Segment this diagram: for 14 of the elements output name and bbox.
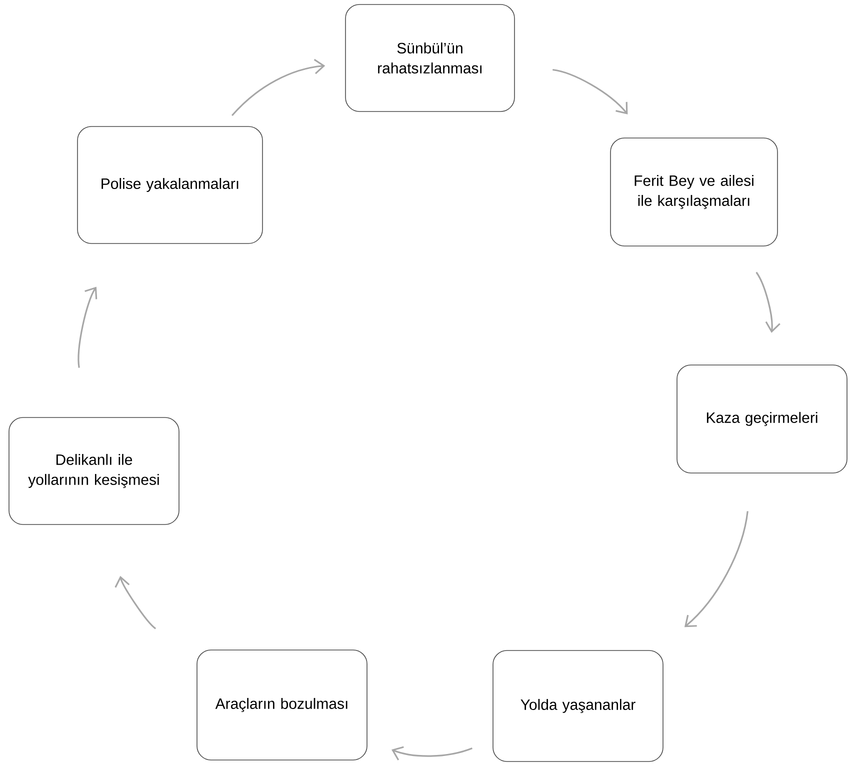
process-box: Polise yakalanmaları: [77, 126, 263, 244]
arrow: [552, 68, 628, 114]
process-box: Kaza geçirmeleri: [676, 364, 848, 474]
process-box: Araçların bozulması: [196, 650, 368, 760]
process-box: Ferit Bey ve ailesi ile karşılaşmaları: [610, 138, 778, 246]
arrow: [114, 576, 156, 630]
arrow: [231, 58, 326, 116]
process-box: Sünbül’ün rahatsızlanması: [345, 4, 515, 112]
arrow: [78, 286, 98, 368]
arrow: [684, 511, 748, 628]
process-box: Delikanlı ile yollarının kesişmesi: [8, 417, 180, 525]
arrow: [391, 746, 472, 760]
process-box: Yolda yaşananlar: [492, 650, 664, 762]
arrow: [756, 272, 780, 333]
